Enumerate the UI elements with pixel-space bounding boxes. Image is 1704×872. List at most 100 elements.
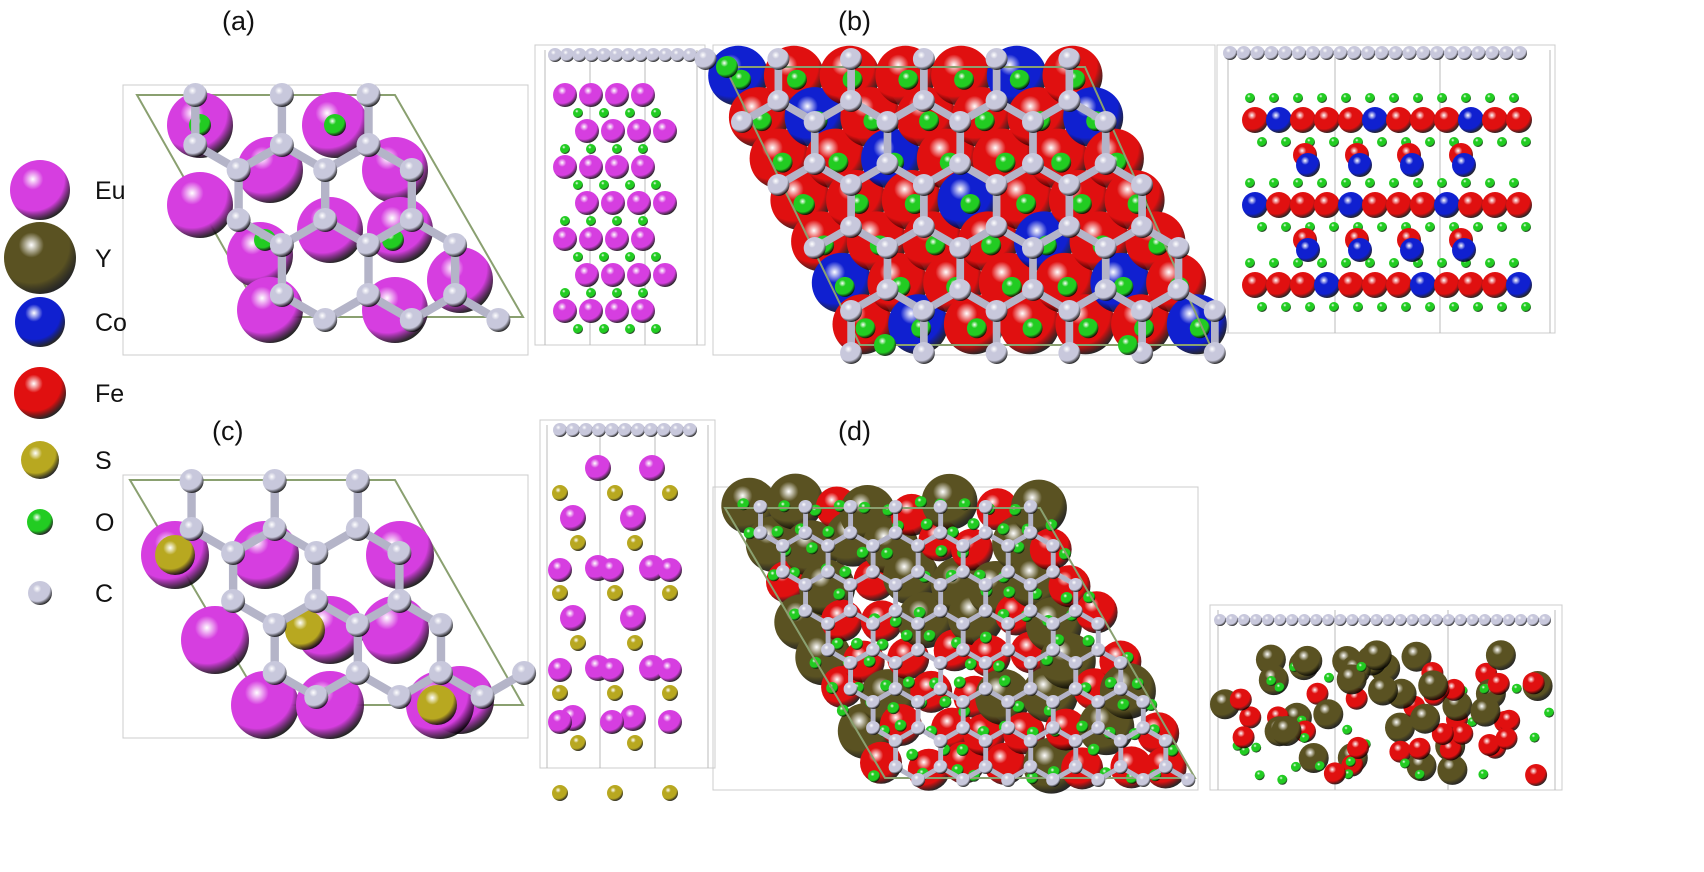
o-atom: [993, 660, 1006, 673]
o-atom: [1012, 541, 1025, 554]
o-atom: [612, 144, 622, 154]
c-atom: [572, 48, 587, 62]
eu-atom: [600, 658, 624, 682]
o-atom: [1254, 770, 1265, 781]
o-atom: [1400, 758, 1410, 769]
o-atom: [1343, 769, 1354, 780]
o-atom: [1324, 672, 1334, 683]
o-atom: [1281, 302, 1291, 312]
o-atom: [1317, 178, 1327, 188]
eu-atom: [579, 83, 603, 107]
c-atom: [978, 500, 993, 514]
eu-atom: [553, 83, 577, 107]
c-atom: [933, 526, 948, 540]
o-atom: [1461, 93, 1471, 103]
panel-frames: [122, 44, 1563, 791]
c-atom: [1022, 111, 1044, 133]
c-atom: [609, 48, 624, 62]
o-atom: [1239, 745, 1250, 756]
c-atom: [821, 539, 836, 553]
o-atom: [1016, 194, 1037, 214]
c-atom: [840, 90, 863, 112]
s-atom: [662, 485, 678, 501]
fe-atom: [1242, 107, 1268, 133]
o-atom: [1437, 178, 1447, 188]
eu-atom: [627, 191, 651, 215]
c-atom: [618, 423, 632, 437]
eu-atom: [631, 227, 655, 251]
c-atom: [912, 90, 935, 112]
c-atom: [262, 517, 287, 541]
o-atom: [1329, 222, 1339, 232]
c-atom: [1058, 174, 1081, 196]
c-atom: [1305, 46, 1320, 60]
o-atom: [1257, 137, 1267, 147]
c-atom: [978, 578, 993, 592]
c-atom: [584, 48, 599, 62]
eu-atom: [579, 155, 603, 179]
fe-atom: [1482, 107, 1508, 133]
c-atom: [183, 83, 208, 107]
y-atom: [1485, 640, 1516, 671]
fe-atom: [1525, 764, 1548, 786]
o-atom: [1497, 137, 1507, 147]
c-atom: [911, 773, 926, 787]
co-atom: [1434, 192, 1460, 218]
panel-label-d: (d): [838, 416, 871, 446]
co-atom: [1296, 238, 1320, 262]
legend-co-swatch: [15, 297, 65, 347]
eu-atom: [553, 155, 577, 179]
o-atom: [1389, 258, 1399, 268]
fe-atom: [1410, 107, 1436, 133]
c-atom: [399, 308, 424, 332]
c-atom: [1091, 721, 1106, 735]
o-atom: [1305, 302, 1315, 312]
o-atom: [1345, 756, 1356, 767]
o-atom: [1012, 700, 1025, 713]
c-atom: [1023, 578, 1038, 592]
c-atom: [1374, 46, 1389, 60]
c-atom: [956, 539, 971, 553]
o-atom: [902, 676, 915, 689]
eu-atom: [631, 299, 655, 323]
fe-atom: [1389, 740, 1412, 763]
panel-label-b: (b): [838, 6, 871, 36]
c-atom: [767, 48, 790, 70]
c-atom: [911, 721, 926, 735]
c-atom: [876, 153, 899, 175]
c-atom: [866, 565, 881, 579]
fe-atom: [1362, 272, 1388, 298]
c-atom: [1334, 614, 1347, 626]
c-atom: [646, 48, 661, 62]
legend-c-swatch: [28, 581, 52, 605]
o-atom: [1245, 258, 1255, 268]
s-atom: [607, 485, 623, 501]
c-atom: [1001, 539, 1016, 553]
c-atom: [949, 153, 972, 175]
fe-atom: [1266, 272, 1292, 298]
c-atom: [1478, 614, 1491, 626]
c-atom: [956, 643, 971, 657]
eu-atom: [167, 172, 233, 238]
c-atom: [803, 237, 826, 259]
c-atom: [949, 279, 972, 301]
o-atom: [980, 631, 992, 644]
o-atom: [612, 288, 622, 298]
c-atom: [798, 604, 813, 618]
eu-atom: [658, 658, 682, 682]
s-atom: [552, 585, 568, 601]
co-atom: [1338, 192, 1364, 218]
o-atom: [625, 252, 635, 262]
c-atom: [1361, 46, 1376, 60]
c-atom: [560, 48, 575, 62]
c-atom: [1001, 773, 1016, 787]
c-atom: [1046, 773, 1061, 787]
o-atom: [1257, 302, 1267, 312]
c-atom: [1023, 604, 1038, 618]
o-atom: [586, 288, 596, 298]
o-atom: [771, 525, 784, 538]
o-atom: [716, 56, 738, 78]
c-atom: [345, 517, 370, 541]
eu-atom: [553, 227, 577, 251]
